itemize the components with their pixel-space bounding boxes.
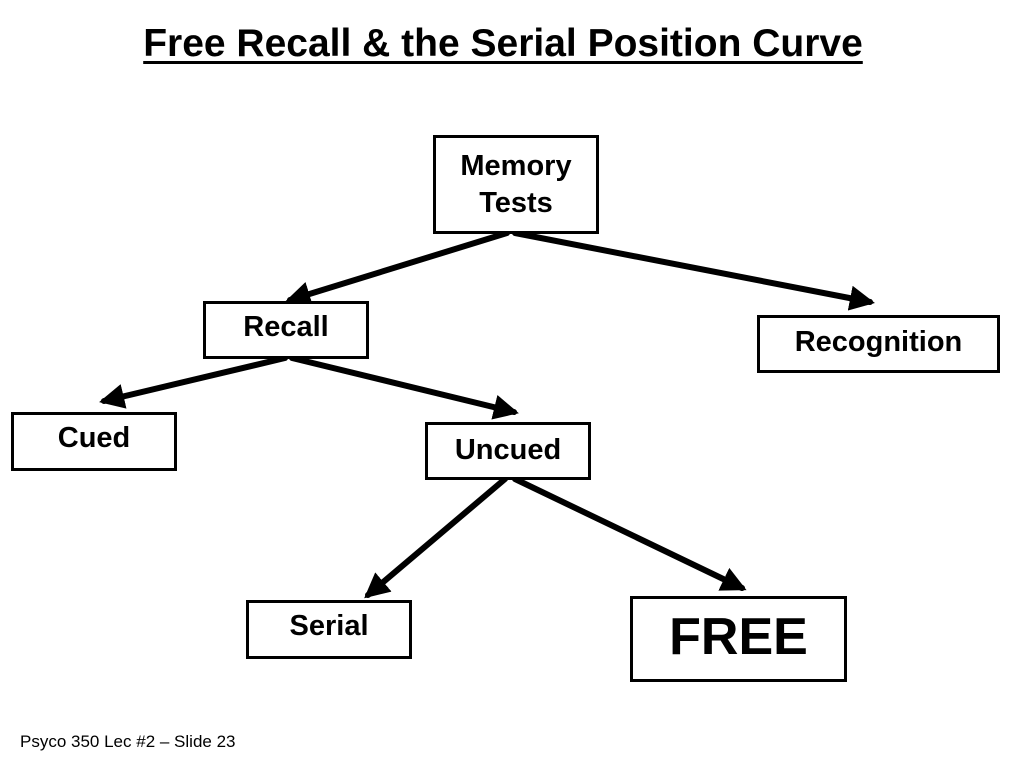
node-memory-tests-line-2: Tests xyxy=(479,186,553,219)
node-recall-label: Recall xyxy=(243,310,329,343)
node-memory-tests-line-1: Memory xyxy=(460,150,572,183)
edge-recall-to-uncued xyxy=(289,355,519,420)
node-cued: Cued xyxy=(11,412,177,471)
edge-uncued-to-free xyxy=(512,476,747,591)
node-uncued-label: Uncued xyxy=(454,433,562,466)
edge-uncued-to-serial xyxy=(364,476,508,599)
node-free-label: FREE xyxy=(669,608,808,666)
edge-memory-tests-to-recognition xyxy=(512,230,875,311)
node-serial-label: Serial xyxy=(289,610,369,643)
node-memory-tests: Memory Tests xyxy=(433,135,599,234)
node-recall: Recall xyxy=(203,301,369,359)
slide-footer: Psyco 350 Lec #2 – Slide 23 xyxy=(20,732,236,751)
node-recognition-label: Recognition xyxy=(794,325,963,358)
slide-title: Free Recall & the Serial Position Curve xyxy=(143,22,863,65)
node-serial: Serial xyxy=(246,600,412,659)
node-uncued: Uncued xyxy=(425,422,591,480)
node-free: FREE xyxy=(630,596,847,682)
node-cued-label: Cued xyxy=(57,422,131,455)
node-recognition: Recognition xyxy=(757,315,1000,373)
edge-recall-to-cued xyxy=(99,355,288,409)
edge-memory-tests-to-recall xyxy=(285,230,510,307)
